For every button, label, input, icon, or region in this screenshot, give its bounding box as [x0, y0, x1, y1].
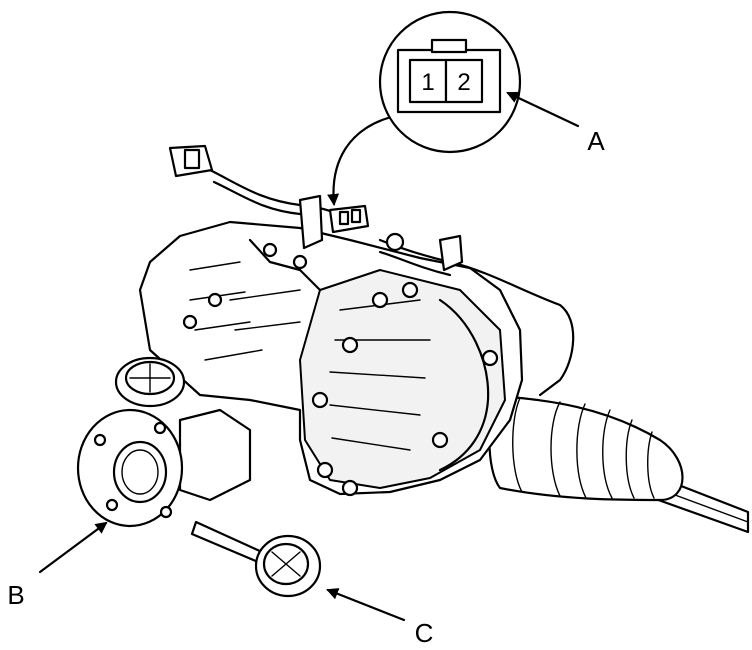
- callout-label-a: A: [587, 126, 605, 156]
- callout-label-c: C: [415, 618, 434, 648]
- cv-boot: [488, 394, 684, 502]
- leader-arrow-c: [326, 588, 406, 622]
- connector-detail-callout: 1 2: [378, 10, 522, 154]
- plug-bolt: [190, 520, 322, 598]
- callout-label-b: B: [7, 580, 24, 610]
- pin-2-label: 2: [457, 69, 470, 96]
- pin-1-label: 1: [421, 69, 434, 96]
- leader-arrow-b: [38, 521, 108, 574]
- differential-housing: [138, 220, 524, 497]
- sensor-connector: [328, 204, 370, 234]
- breather-cap: [114, 356, 186, 408]
- companion-flange: [76, 408, 252, 528]
- leader-arrow-a: [506, 91, 580, 128]
- detail-pointer-arrow: [327, 116, 390, 206]
